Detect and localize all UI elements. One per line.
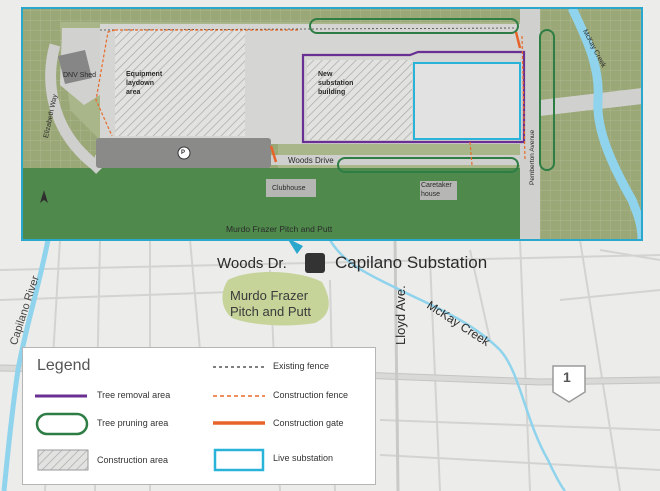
murdo-frazer-overview-label: Murdo Frazer Pitch and Putt	[230, 288, 311, 320]
tree-pruning-area-bottom	[337, 157, 519, 173]
construction-gate-swatch	[213, 421, 265, 425]
murdo-frazer-park	[222, 271, 329, 326]
equipment-laydown-line-2: laydown	[126, 80, 155, 87]
new-substation-line-3: building	[318, 89, 346, 96]
caretaker-house-building	[420, 181, 457, 200]
dnv-shed	[58, 50, 92, 84]
inset-mckay-creek	[567, 8, 642, 240]
legend-title: Legend	[37, 357, 91, 374]
equipment-laydown-area	[115, 30, 245, 136]
caretaker-line-1: Caretaker	[421, 182, 452, 189]
legend-construction-gate: Construction gate	[273, 418, 344, 428]
woods-drive-label: Woods Drive	[288, 156, 334, 165]
legend-existing-fence: Existing fence	[273, 361, 330, 371]
woods-dr-label: Woods Dr.	[217, 255, 287, 272]
construction-fence	[95, 29, 116, 137]
dnv-shed-label: DNV Shed	[63, 72, 97, 79]
capilano-river	[1, 239, 51, 491]
substation-marker	[305, 253, 325, 273]
caretaker-house-label: Caretaker house	[421, 181, 452, 199]
tree-pruning-area-top	[309, 18, 519, 34]
inset-site-map	[22, 8, 642, 240]
live-substation	[413, 62, 521, 140]
murdo-frazer-line-1: Murdo Frazer	[230, 288, 309, 303]
tree-removal-swatch	[35, 394, 87, 398]
capilano-substation-label: Capilano Substation	[335, 253, 488, 272]
parking-icon	[177, 146, 191, 160]
new-substation-construction-area	[307, 60, 412, 140]
overview-map	[0, 238, 660, 491]
elizabeth-way-road	[45, 43, 104, 174]
caretaker-line-2: house	[421, 191, 441, 198]
construction-gate-south	[269, 145, 278, 163]
construction-gate-north	[514, 31, 522, 49]
existing-fence	[99, 27, 516, 31]
clubhouse-label: Clubhouse	[272, 185, 306, 192]
inset-border	[21, 7, 643, 241]
lloyd-avenue	[393, 239, 400, 491]
legend-live-substation: Live substation	[273, 453, 334, 463]
tree-pruning-swatch	[35, 412, 89, 436]
existing-fence-swatch	[213, 366, 265, 368]
parking-icon-label: P	[181, 150, 186, 156]
legend-construction-area: Construction area	[97, 455, 169, 465]
murdo-frazer-line-2: Pitch and Putt	[230, 304, 311, 319]
legend-construction-fence: Construction fence	[273, 390, 349, 400]
equipment-laydown-line-3: area	[126, 89, 141, 96]
new-substation-line-1: New	[318, 71, 333, 78]
mckay-creek	[328, 239, 566, 491]
construction-fence-swatch	[213, 395, 265, 397]
legend: Legend Tree removal area Tree pruning ar…	[22, 347, 376, 485]
equipment-laydown-line-1: Equipment	[126, 71, 163, 78]
inset-pointer	[287, 238, 303, 254]
new-substation-label: New substation building	[318, 70, 353, 97]
highway-number-label: 1	[563, 369, 571, 385]
murdo-frazer-inset-label: Murdo Frazer Pitch and Putt	[226, 224, 333, 234]
legend-tree-removal: Tree removal area	[97, 390, 171, 400]
construction-area-swatch	[37, 449, 89, 471]
new-substation-line-2: substation	[318, 80, 354, 87]
highway-1-shield	[552, 365, 586, 403]
legend-tree-pruning: Tree pruning area	[97, 418, 169, 428]
tree-pruning-area-right	[539, 29, 555, 171]
live-substation-swatch	[213, 448, 265, 472]
north-arrow-icon	[40, 190, 48, 203]
north-arrow-label: N	[42, 196, 47, 202]
equipment-laydown-label: Equipment laydown area	[126, 70, 162, 97]
pemberton-avenue-label: Pemberton Avenue	[529, 129, 536, 185]
lloyd-ave-label: Lloyd Ave.	[393, 285, 408, 345]
clubhouse-building	[266, 179, 316, 197]
